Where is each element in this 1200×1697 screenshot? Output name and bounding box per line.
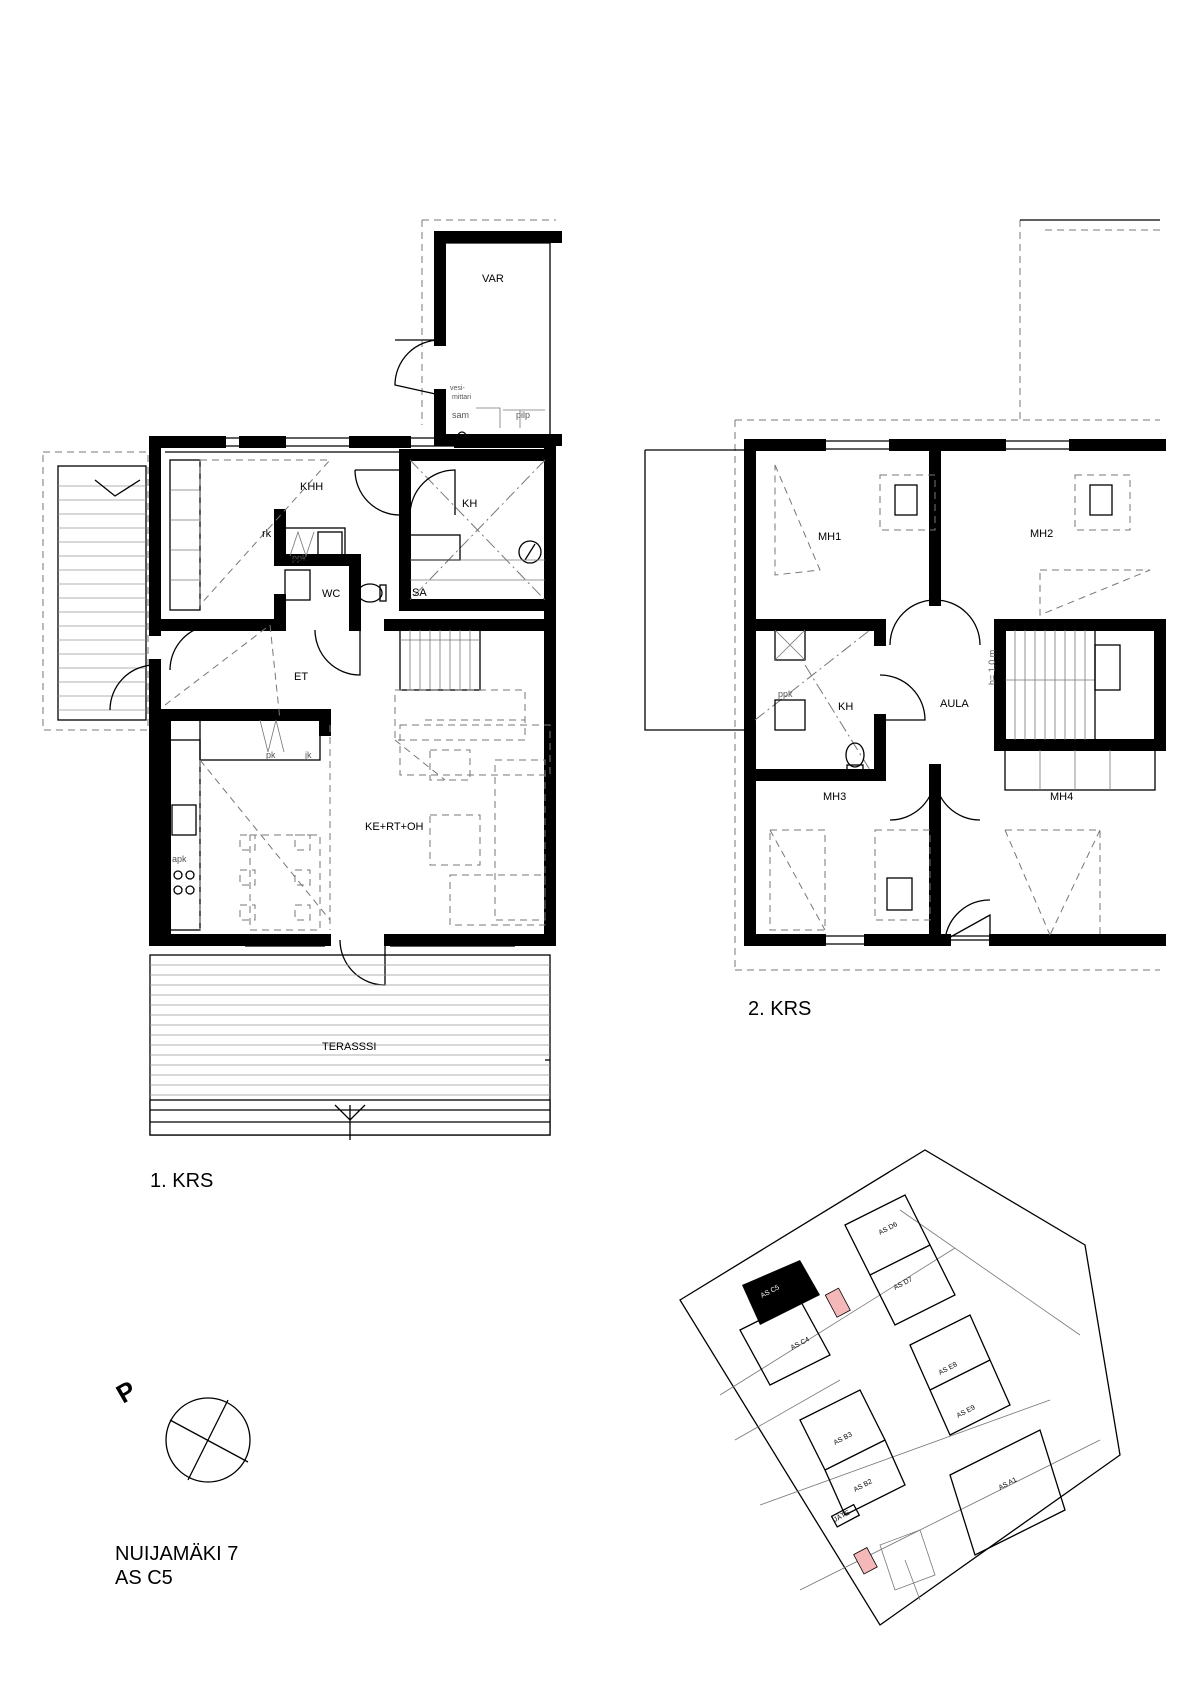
svg-text:AS E9: AS E9: [956, 1404, 977, 1420]
svg-text:AS E8: AS E8: [938, 1361, 959, 1377]
room-mh2: MH2: [1030, 528, 1053, 540]
room-var: VAR: [482, 273, 504, 285]
svg-text:AS D6: AS D6: [878, 1221, 899, 1237]
room-et: ET: [294, 671, 308, 683]
address-line-2: AS C5: [115, 1567, 173, 1589]
room-terrace: TERASSSI: [322, 1041, 376, 1053]
room-ppk-2: ppk: [778, 689, 793, 699]
room-vesimittari: vesi-: [450, 385, 465, 392]
site-parking-1: [824, 1287, 851, 1318]
room-ppk: ppk: [292, 553, 307, 563]
site-plan: AS C5 AS C4 AS D6 AS D7 AS E8 AS E9 AS B…: [679, 1149, 1121, 1626]
svg-text:AS A1: AS A1: [998, 1476, 1019, 1491]
room-living: KE+RT+OH: [365, 821, 424, 833]
floor-1-label: 1. KRS: [150, 1170, 214, 1192]
room-pilp: pilp: [516, 410, 530, 420]
site-unit-c5: [742, 1260, 820, 1325]
floor-1-plan: VAR sam pilp vesi- mittari KHH rk ppk: [42, 219, 562, 1140]
svg-text:AS B3: AS B3: [833, 1431, 854, 1447]
room-aula: AULA: [940, 698, 969, 710]
address-block: NUIJAMÄKI 7 AS C5: [115, 1542, 238, 1590]
room-mh4: MH4: [1050, 791, 1073, 803]
svg-text:AS D7: AS D7: [893, 1276, 914, 1292]
address-line-1: NUIJAMÄKI 7: [115, 1543, 239, 1565]
room-kh-1: KH: [462, 498, 477, 510]
room-khh: KHH: [300, 481, 323, 493]
room-rk: rk: [262, 528, 272, 540]
site-parking-2: [853, 1546, 878, 1575]
room-apk: apk: [172, 854, 187, 864]
room-sam: sam: [452, 410, 469, 420]
room-sa: SA: [412, 587, 427, 599]
svg-text:mittari: mittari: [452, 394, 472, 401]
room-jk: jk: [304, 750, 312, 760]
height-note: h= 1,0 m: [987, 650, 997, 685]
svg-text:AS B2: AS B2: [853, 1478, 874, 1494]
room-pk: pk: [266, 750, 276, 760]
room-kh-2: KH: [838, 701, 853, 713]
floor-2-label: 2. KRS: [748, 998, 812, 1020]
room-mh1: MH1: [818, 531, 841, 543]
north-compass: P: [111, 1375, 251, 1483]
room-mh3: MH3: [823, 791, 846, 803]
room-wc: WC: [322, 588, 340, 600]
svg-text:AS C4: AS C4: [790, 1336, 811, 1352]
north-arrow-icon: P: [111, 1375, 141, 1410]
floor-2-plan: MH1 MH2 ppk KH AULA h= 1,0 m MH3: [644, 219, 1166, 971]
